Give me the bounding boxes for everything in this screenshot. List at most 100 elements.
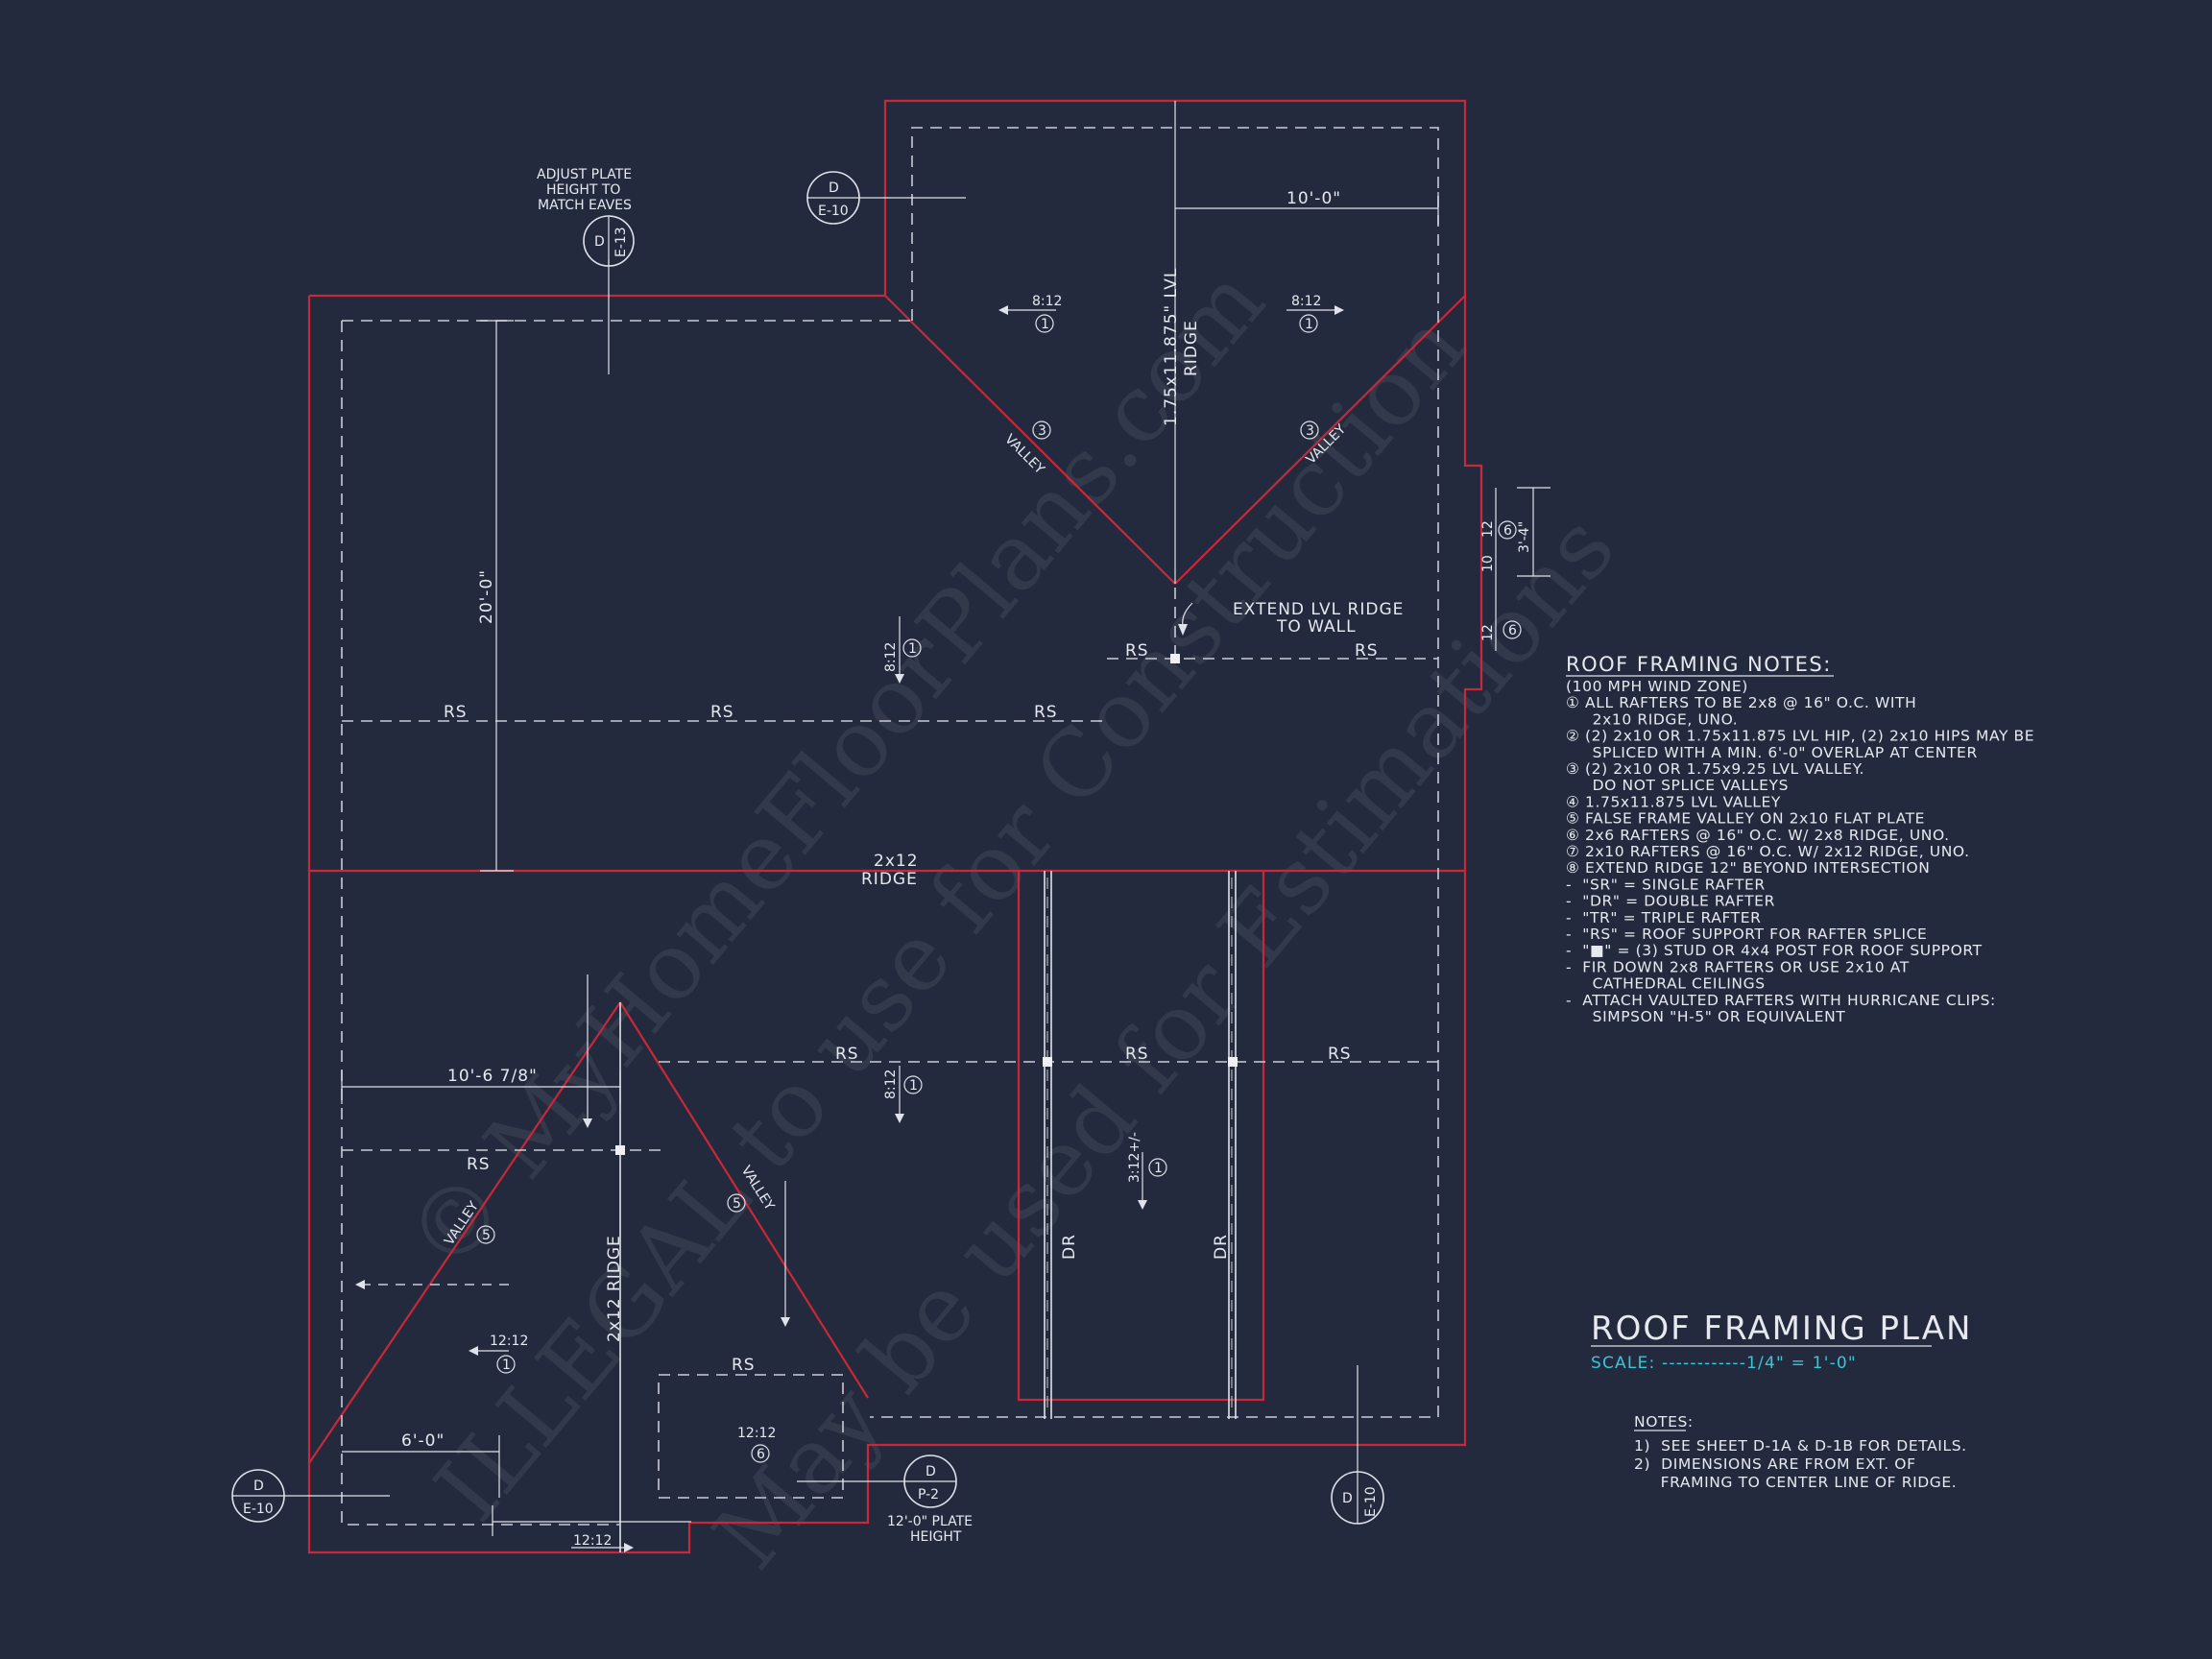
plate-height-line-1: 12'-0" PLATE	[887, 1514, 973, 1529]
dimensions: 20'-0" 10'-0" 10'-6 7/8" 6'-0" 3'-4" 12 …	[341, 189, 1551, 1536]
note-line: 2x10 RIDGE, UNO.	[1566, 710, 1738, 728]
callout-d-e13[interactable]: D E-13	[583, 215, 635, 267]
note-line: - "RS" = ROOF SUPPORT FOR RAFTER SPLICE	[1566, 926, 1927, 943]
callout-sheet-letter: D	[1342, 1491, 1353, 1506]
marker-number: 5	[482, 1228, 491, 1243]
note-line: - FIR DOWN 2x8 RAFTERS OR USE 2x10 AT	[1566, 958, 1910, 975]
general-note-line: 1) SEE SHEET D-1A & D-1B FOR DETAILS.	[1634, 1437, 1967, 1455]
lvl-ridge-size: 1.75x11.875" LVL	[1162, 268, 1181, 426]
note-line: ⑥ 2x6 RAFTERS @ 16" O.C. W/ 2x8 RIDGE, U…	[1566, 827, 1950, 844]
adjust-plate-line-3: MATCH EAVES	[538, 198, 632, 213]
marker-number: 1	[502, 1358, 511, 1373]
callout-sheet-number: E-10	[243, 1502, 274, 1517]
callout-sheet-number: E-13	[613, 227, 629, 257]
note-line: ② (2) 2x10 OR 1.75x11.875 LVL HIP, (2) 2…	[1566, 728, 2034, 745]
note-line: ⑦ 2x10 RAFTERS @ 16" O.C. W/ 2x12 RIDGE,…	[1566, 843, 1970, 860]
note-line: (100 MPH WIND ZONE)	[1566, 678, 1748, 695]
plan-labels: ADJUST PLATE HEIGHT TO MATCH EAVES EXTEN…	[442, 167, 1404, 1549]
callout-d-p2[interactable]: D P-2	[797, 1455, 957, 1508]
callout-d-e10-top[interactable]: D E-10	[806, 171, 966, 225]
general-note-line: 2) DIMENSIONS ARE FROM EXT. OF	[1634, 1455, 1916, 1473]
slope-label: 8:12	[883, 642, 899, 672]
rs-label: RS	[710, 703, 734, 722]
marker: 6	[1503, 620, 1522, 639]
note-line: SPLICED WITH A MIN. 6'-0" OVERLAP AT CEN…	[1566, 744, 1978, 761]
rs-label: RS	[1328, 1045, 1352, 1064]
slope-label: 3:12+/-	[1127, 1132, 1142, 1183]
marker: 1	[496, 1355, 516, 1374]
note-markers: 1 1 3 3 1 1 1 5 5 1 6 6 6	[476, 314, 1522, 1463]
note-line: - "DR" = DOUBLE RAFTER	[1566, 893, 1775, 910]
dr-label: DR	[1212, 1234, 1231, 1260]
slope-arrows	[355, 305, 1344, 1552]
callout-sheet-letter: D	[253, 1479, 264, 1494]
rs-label: RS	[1034, 703, 1058, 722]
dim-10-0: 10'-0"	[1286, 189, 1341, 208]
post-marker	[615, 1145, 625, 1155]
marker-number: 6	[757, 1447, 765, 1462]
note-line: ④ 1.75x11.875 LVL VALLEY	[1566, 793, 1781, 810]
callout-d-e10-left[interactable]: D E-10	[231, 1469, 390, 1523]
drawing-scale: SCALE: ------------1/4" = 1'-0"	[1591, 1354, 1857, 1373]
rs-label: RS	[444, 703, 468, 722]
rs-label: RS	[1125, 1045, 1149, 1064]
callout-sheet-letter: D	[926, 1464, 936, 1479]
dim-12-b: 12	[1480, 624, 1496, 641]
notes-heading: ROOF FRAMING NOTES:	[1566, 653, 1832, 676]
extend-lvl-line-1: EXTEND LVL RIDGE	[1233, 600, 1404, 619]
dim-3-4: 3'-4"	[1517, 521, 1532, 553]
marker-number: 1	[909, 1078, 918, 1094]
callout-sheet-number: E-10	[1363, 1486, 1379, 1517]
rs-label: RS	[732, 1356, 756, 1375]
general-notes: NOTES: 1) SEE SHEET D-1A & D-1B FOR DETA…	[1634, 1413, 1967, 1491]
post-marker	[1043, 1057, 1052, 1067]
post-marker	[1170, 654, 1180, 663]
callout-sheet-letter: D	[594, 234, 605, 250]
rs-label: RS	[1125, 641, 1149, 661]
general-notes-heading: NOTES:	[1634, 1413, 1694, 1431]
marker: 3	[1032, 421, 1051, 440]
slope-label: 8:12	[1291, 294, 1321, 309]
marker: 1	[1148, 1158, 1167, 1177]
ridge-2x12-label: RIDGE	[861, 870, 918, 889]
dim-6-0: 6'-0"	[401, 1431, 445, 1451]
extend-lvl-line-2: TO WALL	[1276, 617, 1357, 637]
slope-label: 12:12	[490, 1334, 528, 1349]
rs-label: RS	[835, 1045, 859, 1064]
callout-d-e10-bottom[interactable]: D E-10	[1331, 1365, 1384, 1525]
note-line: - "■" = (3) STUD OR 4x4 POST FOR ROOF SU…	[1566, 942, 1983, 959]
adjust-plate-line-2: HEIGHT TO	[546, 182, 620, 198]
general-notes-list: 1) SEE SHEET D-1A & D-1B FOR DETAILS.2) …	[1634, 1437, 1967, 1491]
note-line: CATHEDRAL CEILINGS	[1566, 975, 1766, 993]
marker: 6	[751, 1444, 770, 1463]
ridge-2x12-size: 2x12	[874, 852, 919, 871]
marker: 5	[727, 1193, 746, 1213]
general-note-line: FRAMING TO CENTER LINE OF RIDGE.	[1634, 1474, 1957, 1491]
note-line: - "SR" = SINGLE RAFTER	[1566, 876, 1766, 893]
note-line: DO NOT SPLICE VALLEYS	[1566, 777, 1789, 794]
dim-10-6: 10'-6 7/8"	[447, 1067, 538, 1086]
dim-12-a: 12	[1480, 520, 1496, 538]
marker-number: 1	[1041, 317, 1049, 332]
note-line: ⑧ EXTEND RIDGE 12" BEYOND INTERSECTION	[1566, 859, 1930, 877]
slope-label: 8:12	[1032, 294, 1062, 309]
slope-label: 12:12	[573, 1533, 612, 1549]
plate-height-line-2: HEIGHT	[910, 1529, 962, 1545]
note-line: ① ALL RAFTERS TO BE 2x8 @ 16" O.C. WITH	[1566, 694, 1916, 711]
marker: 1	[903, 1075, 923, 1094]
marker: 1	[902, 638, 922, 658]
drawing-title: ROOF FRAMING PLAN	[1591, 1310, 1972, 1348]
rs-label: RS	[467, 1155, 491, 1174]
marker-number: 3	[1038, 423, 1046, 439]
section-callouts: D E-13 D E-10 D E-10 D P-2 D E-10	[231, 171, 1384, 1525]
vertical-ridge-label: 2x12 RIDGE	[605, 1235, 624, 1342]
marker-number: 1	[1305, 317, 1313, 332]
note-line: - ATTACH VAULTED RAFTERS WITH HURRICANE …	[1566, 992, 1996, 1009]
adjust-plate-line-1: ADJUST PLATE	[537, 167, 632, 182]
post-marker	[1228, 1057, 1238, 1067]
note-line: ③ (2) 2x10 OR 1.75x9.25 LVL VALLEY.	[1566, 760, 1864, 778]
dim-20-0: 20'-0"	[477, 569, 496, 624]
callout-sheet-letter: D	[829, 180, 839, 196]
callout-sheet-number: E-10	[818, 204, 849, 219]
marker-number: 1	[908, 641, 917, 657]
